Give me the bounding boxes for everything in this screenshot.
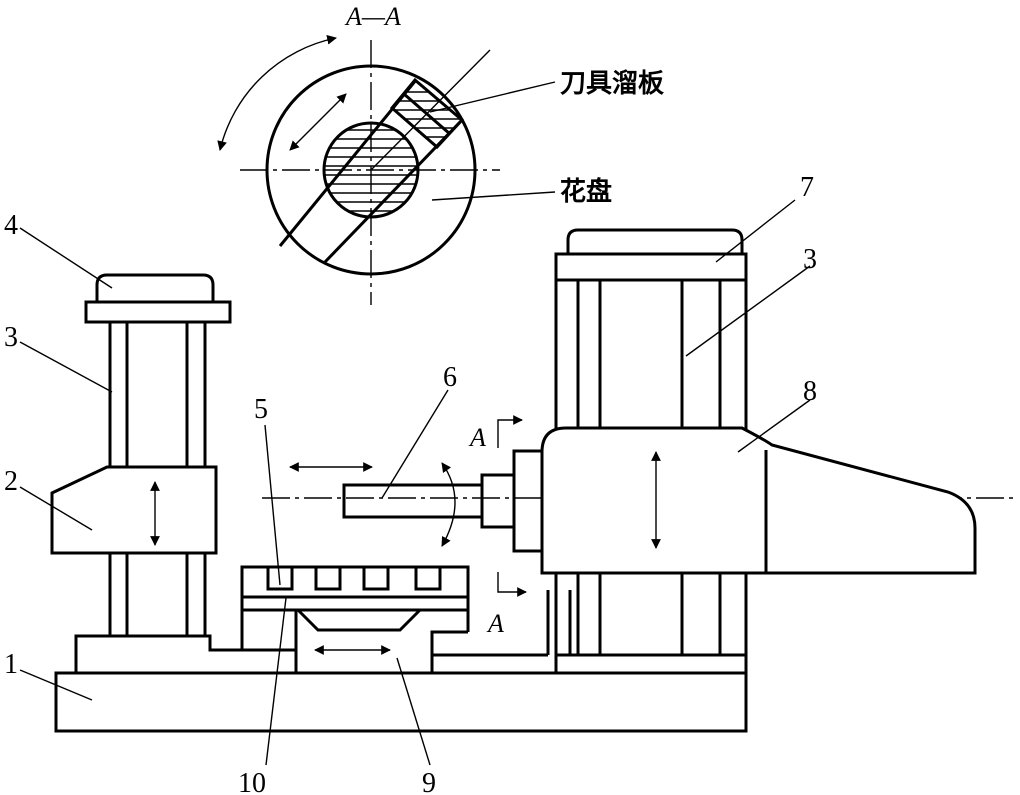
label-faceplate: 花盘 — [560, 176, 612, 207]
label-5: 5 — [254, 394, 268, 425]
spindle — [289, 449, 546, 553]
label-7: 7 — [800, 172, 814, 203]
label-9: 9 — [422, 768, 436, 795]
machine-main-view: A A — [4, 172, 1018, 795]
label-10: 10 — [238, 768, 266, 795]
label-2: 2 — [4, 466, 18, 497]
label-8: 8 — [803, 376, 817, 407]
section-mark: A A — [468, 415, 527, 638]
label-4: 4 — [4, 210, 18, 241]
label-6: 6 — [443, 362, 457, 393]
label-3-left: 3 — [4, 322, 18, 353]
slide-motion-arrow — [289, 93, 347, 151]
worktable — [240, 565, 470, 673]
leader-lines — [19, 199, 811, 766]
rotation-arrow — [217, 34, 337, 151]
label-1: 1 — [4, 649, 18, 680]
section-mark-top: A — [468, 423, 486, 452]
label-3-right: 3 — [803, 244, 817, 275]
tool-slide-block — [389, 77, 465, 150]
headstock — [540, 426, 977, 575]
bed — [54, 671, 748, 733]
faceplate-disc — [265, 64, 477, 276]
label-tool-slide: 刀具溜板 — [560, 68, 664, 99]
section-mark-bottom: A — [486, 609, 504, 638]
rear-column — [50, 273, 298, 673]
section-title: A—A — [344, 2, 401, 31]
